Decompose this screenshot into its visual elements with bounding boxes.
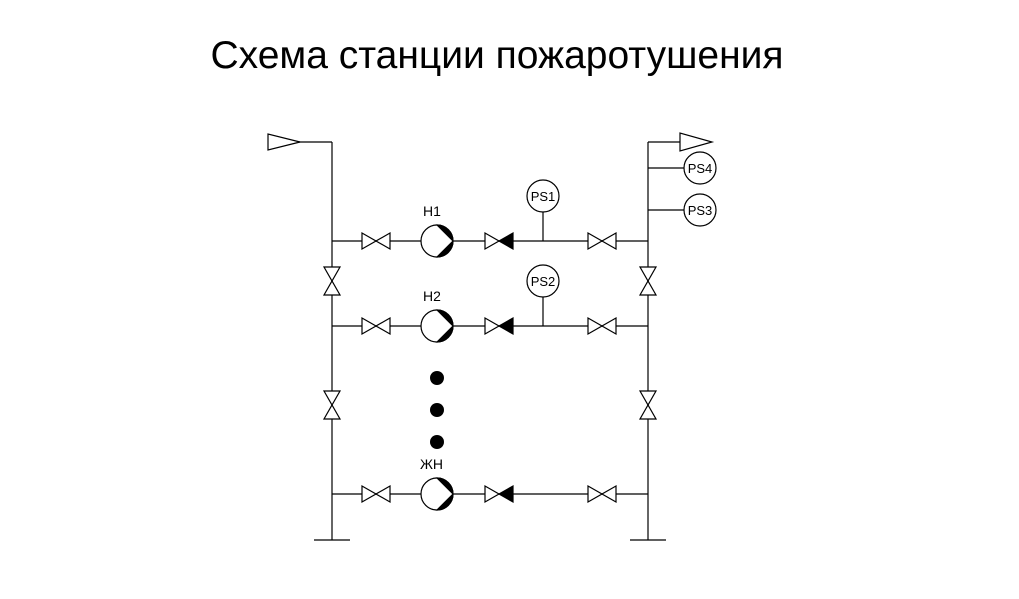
suction-collector [267,133,350,541]
branch-1 [361,212,617,258]
svg-text:PS2: PS2 [531,274,556,289]
svg-text:PS1: PS1 [531,189,556,204]
branch-jockey [361,477,617,511]
pressure-switch-ps2: PS2 [526,264,560,298]
collector-valve-right-1-b [638,279,658,296]
collector-valve-left-2-b [322,403,342,420]
ellipsis-dot [430,403,444,417]
ellipsis-dot [430,435,444,449]
ellipsis-dot [430,371,444,385]
diagram-title: Схема станции пожаротушения [210,34,784,77]
collector-valve-right-2 [638,390,658,407]
pressure-switch-ps4: PS4 [683,151,717,185]
collector-valve-right-2-b [638,403,658,420]
pressure-collector [630,132,715,541]
collector-valve-left-2 [322,390,342,407]
pump-label-h1: Н1 [423,203,441,219]
pump-label-jockey: ЖН [420,456,443,472]
svg-text:PS4: PS4 [688,161,713,176]
svg-text:PS3: PS3 [688,203,713,218]
collector-valve-left-1 [322,266,342,283]
collector-valve-right-1 [638,266,658,283]
pressure-switch-ps3: PS3 [683,193,717,227]
pump-label-h2: Н2 [423,288,441,304]
collector-valve-left-1-b [322,279,342,296]
pressure-switch-ps1: PS1 [526,179,560,213]
branch-2 [361,297,617,343]
